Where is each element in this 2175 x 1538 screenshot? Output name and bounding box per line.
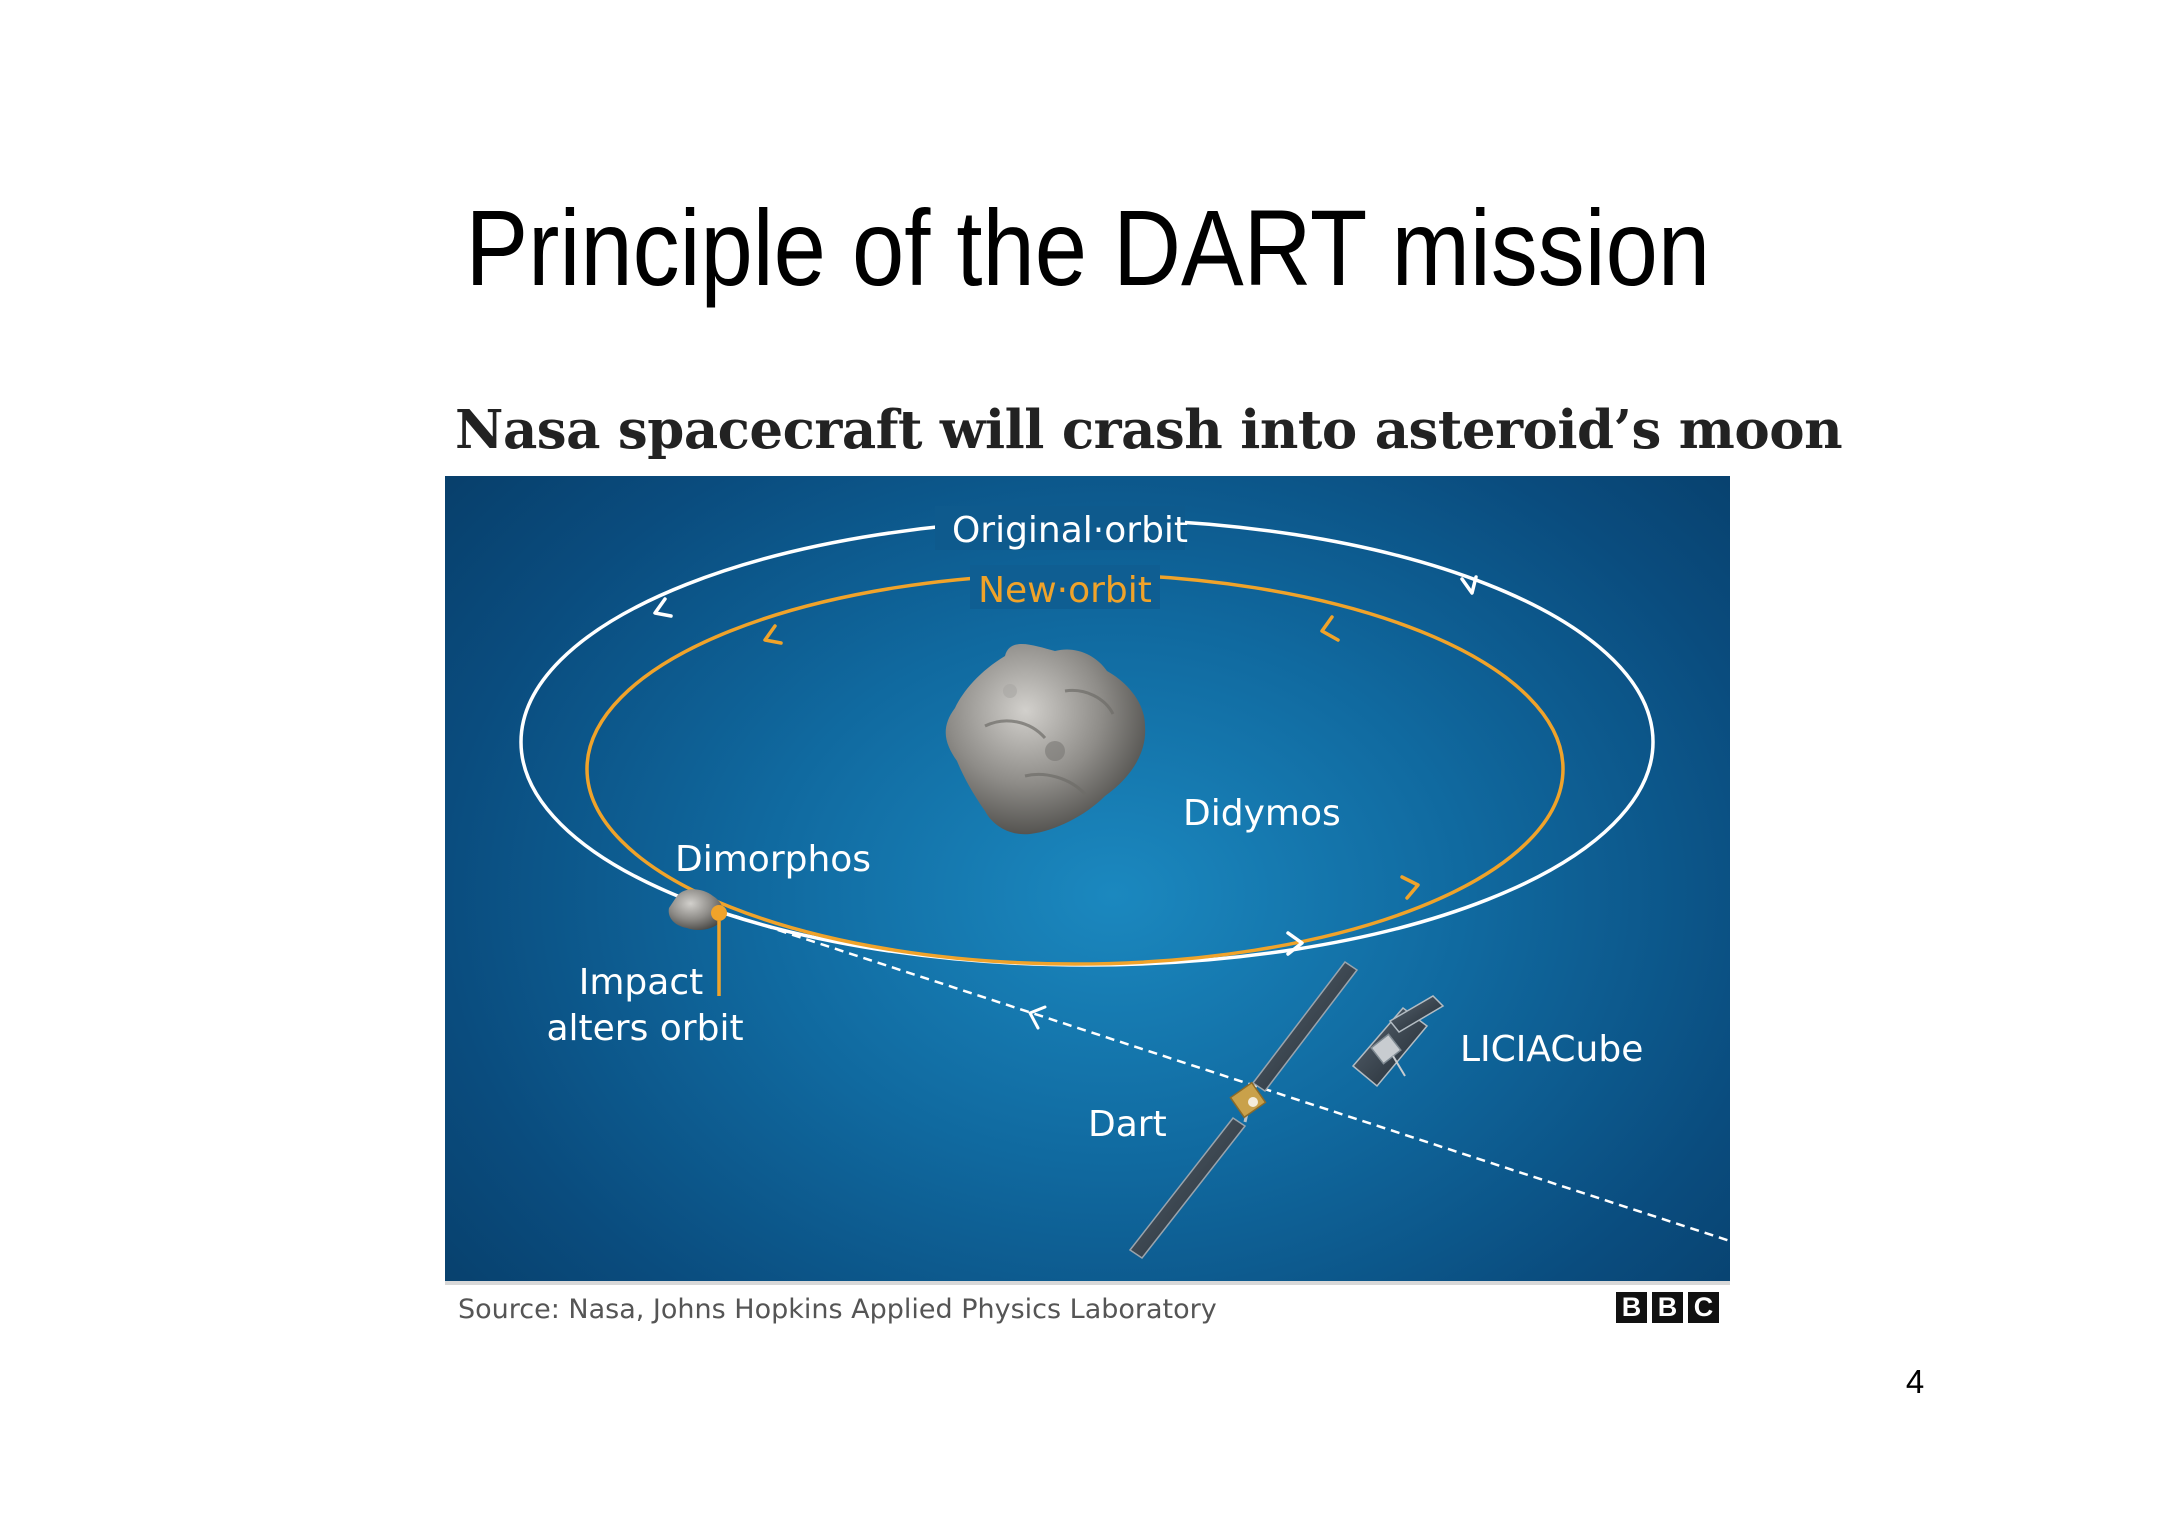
liciacube-label: LICIACube — [1460, 1029, 1643, 1070]
orbit-arrow-icon — [1460, 575, 1478, 595]
impact-point-icon — [711, 905, 727, 921]
page-number: 4 — [1905, 1363, 1925, 1400]
dart-label: Dart — [1088, 1104, 1167, 1145]
trajectory-arrow-icon — [1028, 1005, 1047, 1030]
impact-label-line1: Impact — [579, 962, 704, 1003]
liciacube-icon — [1351, 995, 1445, 1088]
new-orbit-label-bg — [970, 565, 1160, 609]
diagram-panel: Original·orbit New·orbit Didymos Dimorph… — [445, 476, 1730, 1281]
impact-label-line2: alters orbit — [546, 1008, 743, 1049]
orbit-arrow-icon — [1400, 875, 1420, 900]
dart-spacecraft-icon — [1128, 960, 1359, 1260]
orbit-arrow-icon — [1320, 615, 1340, 642]
dimorphos-label: Dimorphos — [675, 839, 871, 880]
source-caption: Source: Nasa, Johns Hopkins Applied Phys… — [458, 1294, 1217, 1325]
panel-bottom-rule — [445, 1281, 1730, 1285]
original-orbit-label: Original·orbit — [952, 510, 1188, 551]
slide-title: Principle of the DART mission — [465, 187, 1711, 308]
orbit-diagram: Original·orbit New·orbit Didymos Dimorph… — [519, 506, 1730, 1260]
didymos-asteroid-icon — [945, 644, 1146, 835]
original-orbit-label-bg — [935, 506, 1185, 550]
orbit-arrow-icon — [763, 624, 783, 645]
new-orbit-label: New·orbit — [978, 570, 1152, 611]
bbc-logo-letter: B — [1616, 1292, 1647, 1323]
graphic-title: Nasa spacecraft will crash into asteroid… — [455, 399, 1843, 461]
bbc-logo-letter: B — [1652, 1292, 1683, 1323]
orbit-arrow-icon — [653, 597, 673, 618]
orbit-arrow-icon — [1286, 931, 1304, 956]
bbc-logo: B B C — [1616, 1292, 1719, 1323]
dimorphos-asteroid-icon — [668, 889, 724, 930]
bbc-logo-letter: C — [1688, 1292, 1719, 1323]
dart-trajectory-line — [734, 914, 1730, 1243]
didymos-label: Didymos — [1183, 793, 1341, 834]
